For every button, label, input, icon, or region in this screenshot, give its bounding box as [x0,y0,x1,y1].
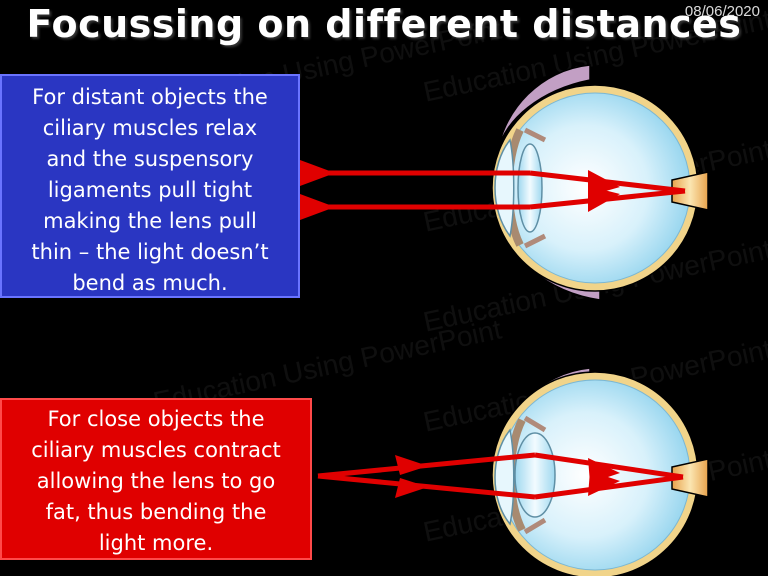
ciliary-muscle [523,415,547,535]
text-line: making the lens pull [43,209,257,233]
text-line: fat, thus bending the [45,500,267,524]
text-line: thin – the light doesn’t [31,240,269,264]
text-line: bend as much. [72,271,228,295]
ray-line [534,474,684,500]
ray-line [534,452,684,480]
arrow-head [395,455,428,475]
ciliary-muscle [523,127,547,249]
distant-objects-textbox: For distant objects the ciliary muscles … [0,74,300,298]
slide-title: Focussing on different distances [26,2,742,46]
arrow-head [588,186,620,212]
lens-fat [514,432,556,518]
lens-thin [517,143,543,233]
slide-date: 08/06/2020 [684,3,760,20]
eye-distant [491,64,709,301]
text-line: ciliary muscles contract [31,438,281,462]
text-line: ciliary muscles relax [42,116,258,140]
rays-close [317,452,684,500]
text-line: light more. [98,531,214,555]
text-line: For distant objects the [32,85,268,109]
text-line: and the suspensory [46,147,254,171]
text-line: For close objects the [47,407,265,431]
arrow-head [300,194,335,220]
rays-distant [300,160,686,220]
ray-line [317,473,536,500]
arrow-head [395,478,428,498]
eyelid-upper [497,64,591,151]
close-objects-textbox: For close objects the ciliary muscles co… [0,398,312,560]
text-line: allowing the lens to go [36,469,276,493]
cornea [494,138,515,238]
arrow-head [300,160,335,186]
optic-nerve [671,458,709,498]
text-line: ligaments pull tight [47,178,253,202]
arrow-head [588,471,620,496]
